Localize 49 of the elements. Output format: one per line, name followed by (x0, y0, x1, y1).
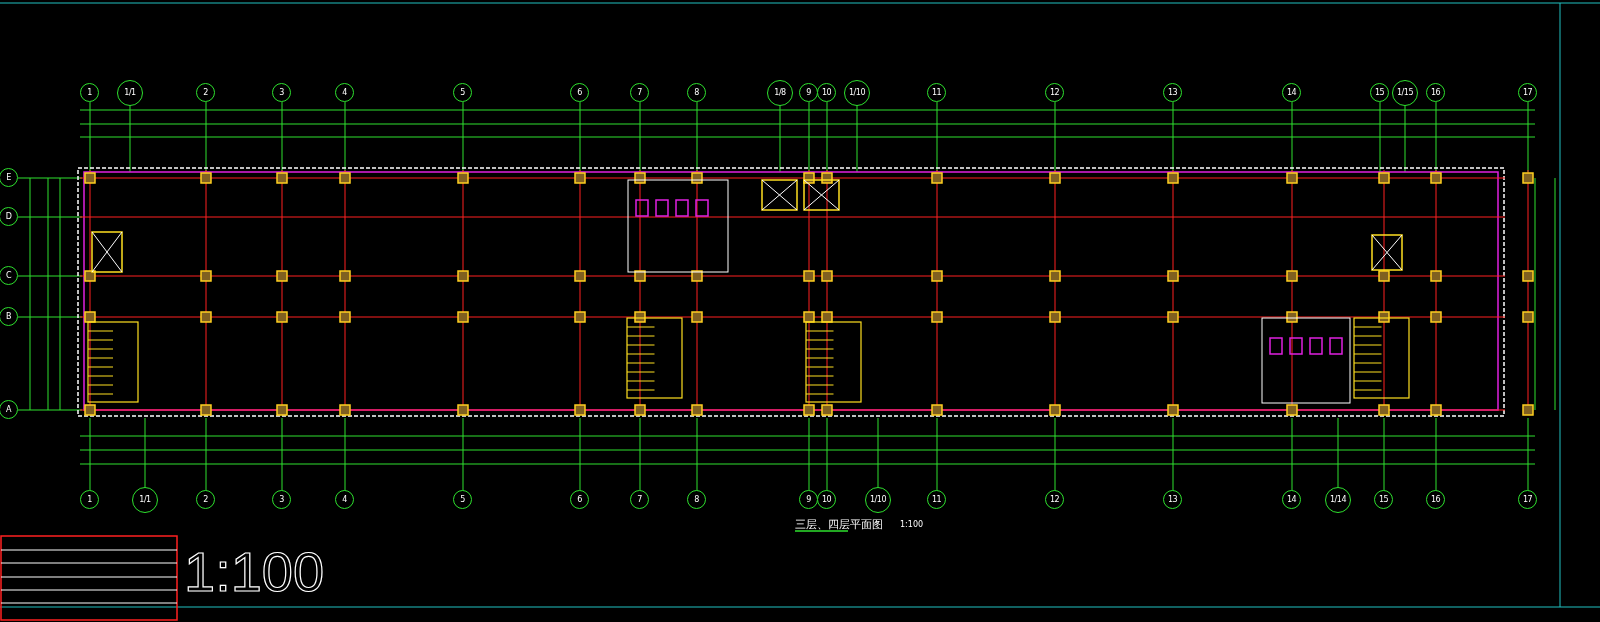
scale-text: 1:100 (184, 540, 325, 604)
grid-bubble: 16 (1426, 490, 1445, 509)
grid-bubble: 8 (687, 490, 706, 509)
grid-bubble: 13 (1163, 490, 1182, 509)
grid-bubble: E (0, 168, 18, 187)
grid-bubble: A (0, 400, 18, 419)
grid-bubble: 14 (1282, 83, 1301, 102)
grid-bubble: 5 (453, 490, 472, 509)
grid-bubble: 1/14 (1325, 487, 1351, 513)
grid-bubble: 7 (630, 83, 649, 102)
grid-bubble: C (0, 266, 18, 285)
grid-bubble: 11 (927, 490, 946, 509)
grid-bubble: 2 (196, 490, 215, 509)
grid-bubble: 12 (1045, 490, 1064, 509)
grid-bubble: 1/1 (132, 487, 158, 513)
grid-bubble: 3 (272, 490, 291, 509)
grid-bubble: 1/10 (865, 487, 891, 513)
grid-bubble: 11 (927, 83, 946, 102)
grid-bubble: D (0, 207, 18, 226)
grid-bubble: 16 (1426, 83, 1445, 102)
grid-bubble: 9 (799, 490, 818, 509)
grid-bubble: 8 (687, 83, 706, 102)
grid-bubble: 15 (1370, 83, 1389, 102)
grid-bubble: 12 (1045, 83, 1064, 102)
grid-bubble: 1 (80, 490, 99, 509)
grid-bubble: 17 (1518, 490, 1537, 509)
grid-bubble: 1/1 (117, 80, 143, 106)
grid-bubble: 7 (630, 490, 649, 509)
grid-bubble: 9 (799, 83, 818, 102)
grid-bubble: 4 (335, 490, 354, 509)
grid-bubble: 13 (1163, 83, 1182, 102)
grid-bubble: 14 (1282, 490, 1301, 509)
grid-bubble: 4 (335, 83, 354, 102)
scale-label: 1:100 (900, 520, 924, 529)
grid-bubble: 1 (80, 83, 99, 102)
grid-bubble: 1/8 (767, 80, 793, 106)
grid-bubble: 5 (453, 83, 472, 102)
grid-bubble: 10 (817, 83, 836, 102)
grid-bubble: 10 (817, 490, 836, 509)
grid-bubble: 1/15 (1392, 80, 1418, 106)
grid-bubble: 17 (1518, 83, 1537, 102)
grid-bubble: 3 (272, 83, 291, 102)
drawing-title: 三层、四层平面图 (795, 517, 883, 532)
grid-bubble: 1/10 (844, 80, 870, 106)
grid-bubble: 15 (1374, 490, 1393, 509)
grid-bubble: B (0, 307, 18, 326)
grid-bubble: 6 (570, 83, 589, 102)
grid-bubble: 2 (196, 83, 215, 102)
grid-bubble: 6 (570, 490, 589, 509)
